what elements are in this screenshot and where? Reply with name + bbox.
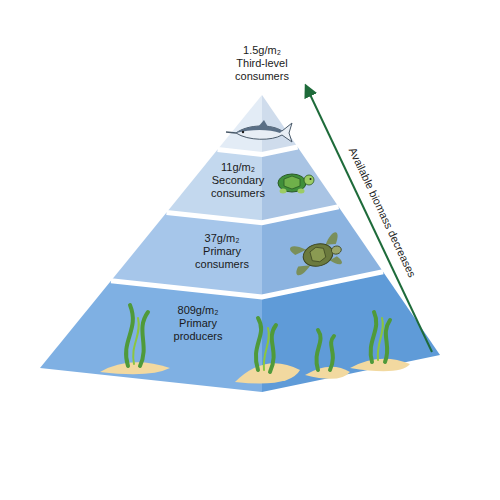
biomass-arrow (306, 86, 432, 352)
tier-left-face (218, 95, 262, 154)
sea-turtle-icon (289, 232, 345, 276)
trophic-level-name: Primary producers (157, 317, 239, 343)
trophic-level-name: Third-level consumers (221, 57, 303, 83)
biomass-value: 37g/m₂ (178, 232, 266, 245)
pyramid-tier-label: 37g/m₂Primary consumers (178, 232, 266, 271)
seaweed-bed (100, 305, 410, 384)
trophic-level-name: Primary consumers (181, 245, 263, 271)
biomass-value: 809g/m₂ (154, 304, 242, 317)
tier-gap (167, 207, 339, 223)
pyramid-tier-label: 809g/m₂Primary producers (154, 304, 242, 343)
pyramid-tier-label: 1.5g/m₂Third-level consumers (218, 44, 306, 83)
tier-right-face (262, 95, 298, 154)
turtle-icon (278, 174, 314, 194)
trophic-level-name: Secondary consumers (197, 174, 279, 200)
tier-left-face (40, 281, 262, 392)
pyramid-tier-label: 11g/m₂Secondary consumers (194, 161, 282, 200)
biomass-value: 11g/m₂ (194, 161, 282, 174)
tier-gap (218, 147, 298, 154)
biomass-value: 1.5g/m₂ (218, 44, 306, 57)
fish-icon (226, 120, 292, 142)
tier-gap (111, 272, 383, 297)
